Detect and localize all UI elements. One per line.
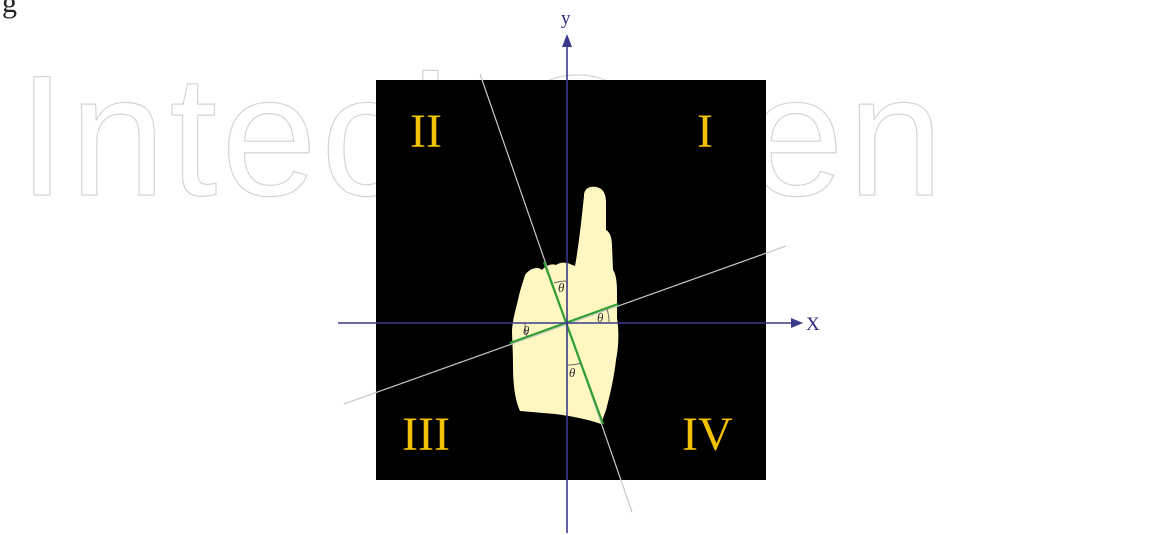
quadrant-label-1: I: [697, 105, 713, 158]
quadrant-label-3: III: [402, 408, 450, 461]
x-axis-label: X: [806, 314, 820, 335]
theta-label-top: θ: [558, 280, 565, 295]
theta-label-right: θ: [597, 310, 604, 325]
theta-label-bottom: θ: [569, 365, 576, 380]
x-axis-arrow: [791, 318, 803, 328]
theta-label-left: θ: [523, 323, 530, 338]
y-axis-label: y: [561, 8, 571, 29]
y-axis-arrow: [562, 34, 572, 47]
quadrant-label-4: IV: [682, 408, 733, 461]
quadrant-label-2: II: [410, 105, 442, 158]
